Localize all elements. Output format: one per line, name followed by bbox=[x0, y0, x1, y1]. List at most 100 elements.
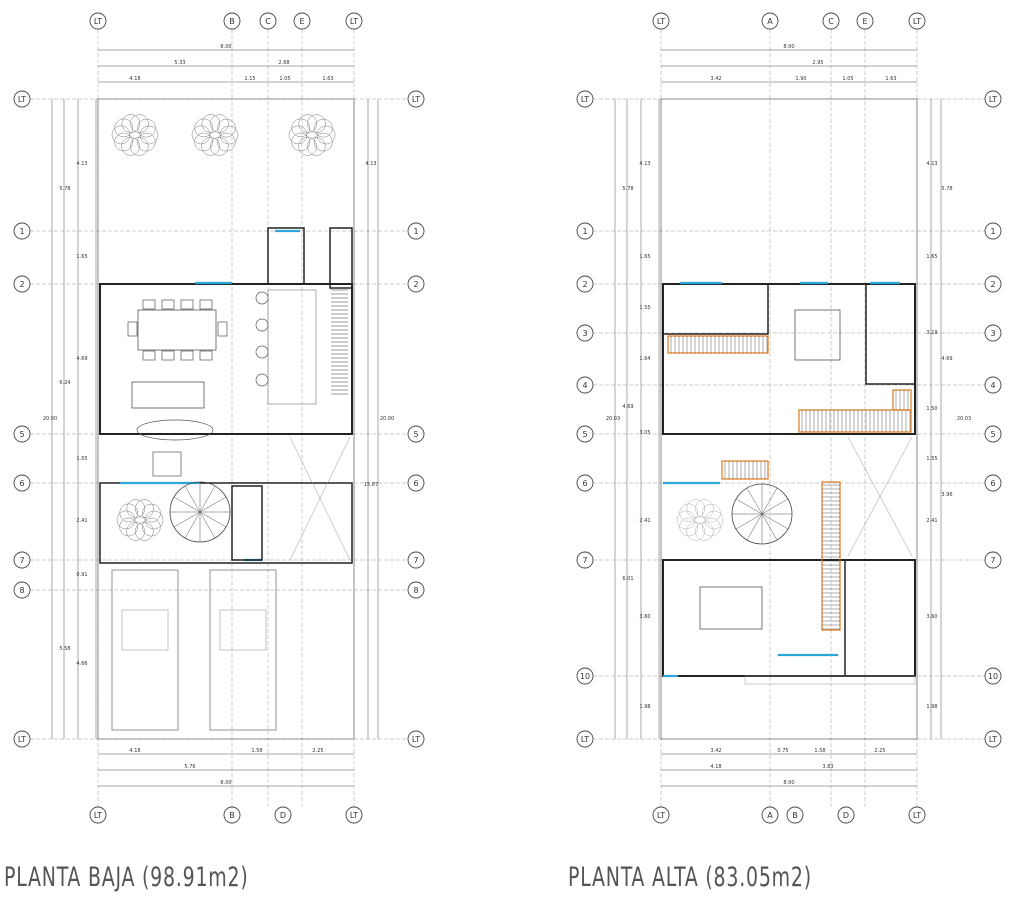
grid-bubble-label: 7 bbox=[19, 556, 24, 565]
grid-bubble bbox=[576, 222, 594, 240]
grid-bubble-label: 1 bbox=[413, 227, 418, 236]
grid-bubble-label: 2 bbox=[413, 280, 418, 289]
stair-box bbox=[329, 227, 353, 289]
grid-bubble-label: 4 bbox=[582, 381, 587, 390]
tree-symbol bbox=[316, 125, 336, 145]
tree-symbol bbox=[686, 522, 705, 541]
grid-bubble-label: 3 bbox=[582, 329, 587, 338]
dimension-label: 3.60 bbox=[926, 614, 937, 620]
dimension-label: 6.24 bbox=[59, 380, 70, 386]
dimension-label: 1.90 bbox=[795, 76, 806, 82]
armchair bbox=[152, 451, 182, 477]
grid-bubble bbox=[984, 275, 1002, 293]
grid-bubble bbox=[13, 90, 31, 108]
dimension-label: 4.13 bbox=[926, 161, 937, 167]
grid-bubble bbox=[576, 730, 594, 748]
stair-orange bbox=[798, 409, 912, 433]
grid-bubble bbox=[345, 12, 363, 30]
grid-bubble-label: 7 bbox=[582, 556, 587, 565]
property-outline bbox=[660, 98, 918, 740]
spiral-step bbox=[184, 485, 201, 513]
tree-symbol bbox=[114, 118, 134, 138]
grid-bubble-label: 3 bbox=[990, 329, 995, 338]
dimension-label: 5.58 bbox=[59, 646, 70, 652]
grid-bubble bbox=[652, 12, 670, 30]
tree-symbol bbox=[114, 132, 133, 152]
grid-bubble bbox=[89, 12, 107, 30]
grid-bubble-label: LT bbox=[913, 17, 921, 26]
kitchen-island bbox=[267, 289, 317, 405]
chair bbox=[199, 299, 213, 310]
chair bbox=[180, 299, 194, 310]
chair bbox=[199, 350, 213, 361]
tree-symbol bbox=[676, 510, 696, 530]
grid-bubble bbox=[274, 806, 292, 824]
dimension-label: 5.78 bbox=[941, 186, 952, 192]
grid-bubble bbox=[407, 730, 425, 748]
dimension-label: 5.33 bbox=[174, 60, 185, 66]
grid-bubble-label: B bbox=[229, 811, 235, 820]
tree-symbol bbox=[126, 522, 145, 541]
grid-bubble-label: B bbox=[229, 17, 235, 26]
spiral-step bbox=[199, 511, 227, 528]
dimension-label: 4.69 bbox=[622, 404, 633, 410]
spiral-step bbox=[173, 511, 201, 528]
tree-symbol bbox=[111, 125, 131, 145]
car bbox=[209, 569, 277, 731]
car bbox=[111, 569, 179, 731]
tree-symbol bbox=[314, 132, 333, 152]
dimension-label: 5.78 bbox=[622, 186, 633, 192]
tree-symbol bbox=[298, 114, 318, 133]
bed bbox=[794, 309, 841, 361]
tree-symbol bbox=[135, 499, 154, 518]
grid-bubble bbox=[576, 425, 594, 443]
bathroom bbox=[662, 283, 769, 335]
stool bbox=[255, 345, 269, 359]
grid-bubble bbox=[576, 324, 594, 342]
grid-bubble-label: 10 bbox=[580, 672, 590, 681]
grid-bubble-label: E bbox=[299, 17, 304, 26]
tree-symbol bbox=[291, 132, 310, 152]
grid-bubble bbox=[761, 806, 779, 824]
grid-bubble bbox=[13, 581, 31, 599]
grid-bubble-label: 6 bbox=[582, 479, 587, 488]
dimension-label: 3.19 bbox=[926, 330, 937, 336]
grid-bubble bbox=[576, 474, 594, 492]
grid-bubble-label: B bbox=[792, 811, 798, 820]
tree-symbol bbox=[695, 522, 714, 541]
dining-table bbox=[137, 309, 217, 351]
grid-bubble bbox=[13, 551, 31, 569]
tree-symbol bbox=[142, 517, 161, 537]
chair bbox=[180, 350, 194, 361]
tree-symbol bbox=[679, 517, 698, 537]
tree-symbol bbox=[702, 517, 721, 537]
grid-bubble bbox=[13, 222, 31, 240]
grid-bubble-label: LT bbox=[412, 95, 420, 104]
tree-symbol bbox=[679, 503, 699, 523]
spiral-step bbox=[746, 487, 763, 515]
dimension-label: 1.65 bbox=[926, 254, 937, 260]
tree-symbol bbox=[307, 137, 326, 156]
tree-symbol bbox=[116, 510, 136, 530]
tree-symbol bbox=[126, 499, 146, 518]
dimension-label: 2.68 bbox=[278, 60, 289, 66]
grid-bubble bbox=[345, 806, 363, 824]
stool bbox=[255, 291, 269, 305]
grid-bubble bbox=[407, 474, 425, 492]
grid-bubble-label: 1 bbox=[19, 227, 24, 236]
grid-bubble-label: 10 bbox=[988, 672, 998, 681]
grid-bubble bbox=[576, 275, 594, 293]
grid-bubble-label: 7 bbox=[413, 556, 418, 565]
grid-bubble bbox=[407, 275, 425, 293]
spiral-step bbox=[735, 498, 763, 515]
spiral-step bbox=[735, 513, 763, 530]
dimension-label: 2.25 bbox=[874, 748, 885, 754]
grid-bubble-label: 2 bbox=[990, 280, 995, 289]
coffee-table bbox=[136, 419, 214, 441]
dimension-label: 2.95 bbox=[812, 60, 823, 66]
tree-symbol bbox=[291, 118, 311, 138]
balcony bbox=[744, 675, 916, 685]
chair bbox=[127, 321, 138, 337]
